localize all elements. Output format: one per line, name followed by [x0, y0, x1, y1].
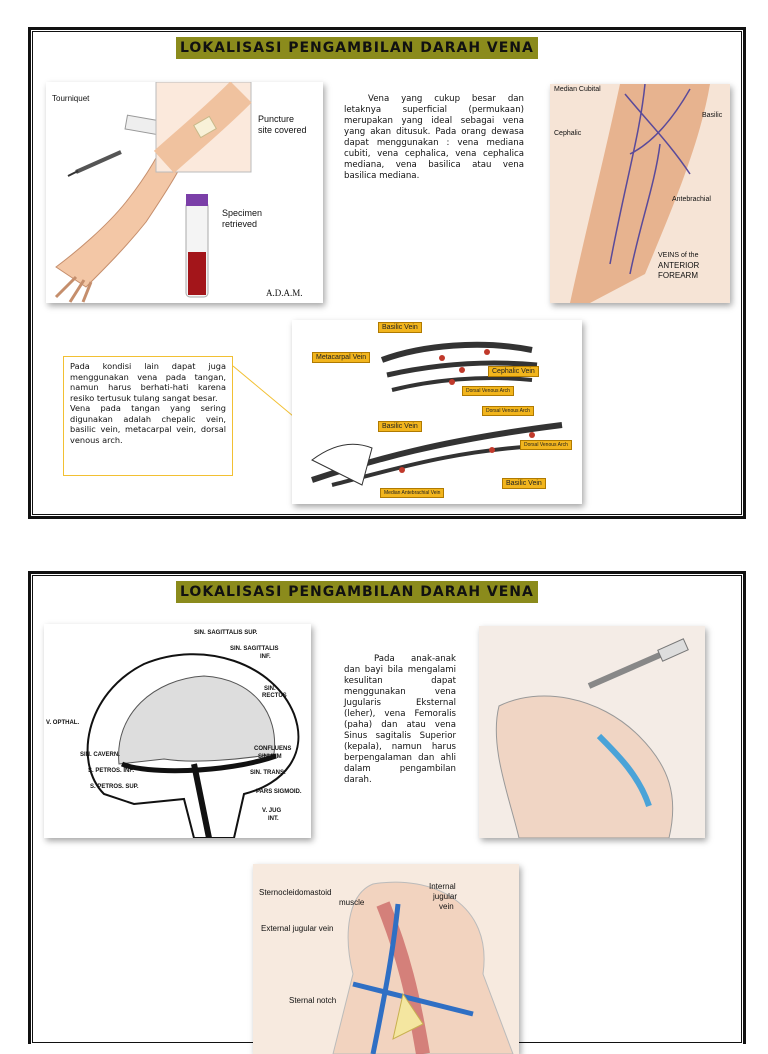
infant-jugular-procedure-image — [479, 626, 705, 838]
label-forearm: FOREARM — [658, 271, 698, 280]
cranial-sinus-diagram: SIN. SAGITTALIS SUP. SIN. SAGITTALIS INF… — [44, 624, 311, 838]
label-rectus: RECTUS — [262, 693, 287, 699]
tag-basilic-vein-top: Basilic Vein — [378, 322, 422, 333]
label-veins-of-the: VEINS of the — [658, 252, 699, 259]
slide-panel-top: LOKALISASI PENGAMBILAN DARAH VENA Tourni… — [28, 27, 746, 519]
label-basilic: Basilic — [702, 112, 723, 119]
label-sin-sagittalis-sup: SIN. SAGITTALIS SUP. — [194, 630, 258, 636]
head-drawing — [86, 653, 300, 838]
label-sin: SIN. — [264, 686, 276, 692]
arm-drawing — [54, 82, 252, 303]
label-specimen: Specimen — [222, 208, 263, 218]
intro-paragraph: Vena yang cukup besar dan letaknya super… — [344, 94, 524, 181]
hand-veins-text: Pada kondisi lain dapat juga menggunakan… — [70, 361, 226, 445]
label-inf: INF. — [260, 654, 271, 660]
label-sinuum: SINUUM — [258, 754, 282, 760]
procedure-drawing — [495, 638, 689, 838]
slide-title: LOKALISASI PENGAMBILAN DARAH VENA — [176, 581, 538, 603]
label-sin-sagittalis: SIN. SAGITTALIS — [230, 646, 279, 652]
label-site-covered: site covered — [258, 125, 307, 135]
pediatric-paragraph: Pada anak-anak dan bayi bila mengalami k… — [344, 654, 456, 785]
adam-logo: A.D.A.M. — [266, 288, 303, 298]
label-petros-sup: S. PETROS. SUP. — [90, 784, 139, 790]
label-tourniquet: Tourniquet — [52, 94, 90, 103]
tag-basilic-vein-right: Basilic Vein — [502, 478, 546, 489]
label-sternocleidomastoid: Sternocleidomastoid — [259, 888, 332, 897]
label-int: INT. — [268, 816, 279, 822]
label-antebrachial: Antebrachial — [672, 196, 711, 203]
label-sternal-notch: Sternal notch — [289, 996, 337, 1005]
label-puncture: Puncture — [258, 114, 295, 124]
tag-median-antebrachial: Median Antebrachial Vein — [380, 488, 445, 498]
forearm-veins-image: Median Cubital Basilic Cephalic Antebrac… — [550, 84, 730, 303]
label-pars-sigmoid: PARS SIGMOID. — [256, 789, 302, 795]
slide-panel-bottom: LOKALISASI PENGAMBILAN DARAH VENA SIN. S… — [28, 571, 746, 1054]
label-sin-cavern: SIN. CAVERN. — [80, 752, 120, 758]
tag-dorsal-arch-right: Dorsal Venous Arch — [520, 440, 572, 450]
label-muscle: muscle — [339, 898, 365, 907]
label-v-opthal: V. OPTHAL. — [46, 720, 80, 726]
tag-cephalic-vein: Cephalic Vein — [488, 366, 539, 377]
hand-veins-image: Basilic Vein Metacarpal Vein Cephalic Ve… — [292, 320, 582, 504]
label-confluens: CONFLUENS — [254, 746, 292, 752]
venipuncture-illustration: Tourniquet Puncture site covered Specime… — [46, 82, 323, 303]
tag-metacarpal-vein: Metacarpal Vein — [312, 352, 371, 363]
forearm-drawing — [570, 84, 710, 303]
neck-veins-image: Sternocleidomastoid muscle Internal jugu… — [253, 864, 519, 1054]
label-internal: Internal — [429, 882, 456, 891]
tag-dorsal-arch-small: Dorsal Venous Arch — [462, 386, 514, 396]
slide-title: LOKALISASI PENGAMBILAN DARAH VENA — [176, 37, 538, 59]
hand-drawing — [311, 341, 563, 487]
tag-dorsal-arch-mid: Dorsal Venous Arch — [482, 406, 534, 416]
label-petros-inf: S. PETROS. INF. — [88, 768, 135, 774]
label-cephalic: Cephalic — [554, 130, 582, 137]
label-jugular: jugular — [433, 892, 458, 901]
label-vein: vein — [439, 902, 454, 911]
label-v-jug: V. JUG — [262, 808, 282, 814]
tag-basilic-vein-bottom: Basilic Vein — [378, 421, 422, 432]
label-median-cubital: Median Cubital — [554, 86, 601, 93]
label-sin-trans: SIN. TRANS. — [250, 770, 286, 776]
hand-veins-callout: Pada kondisi lain dapat juga menggunakan… — [63, 356, 233, 476]
label-external-jugular-vein: External jugular vein — [261, 924, 334, 933]
label-retrieved: retrieved — [222, 219, 258, 229]
neck-drawing — [332, 881, 514, 1054]
label-anterior: ANTERIOR — [658, 261, 700, 270]
